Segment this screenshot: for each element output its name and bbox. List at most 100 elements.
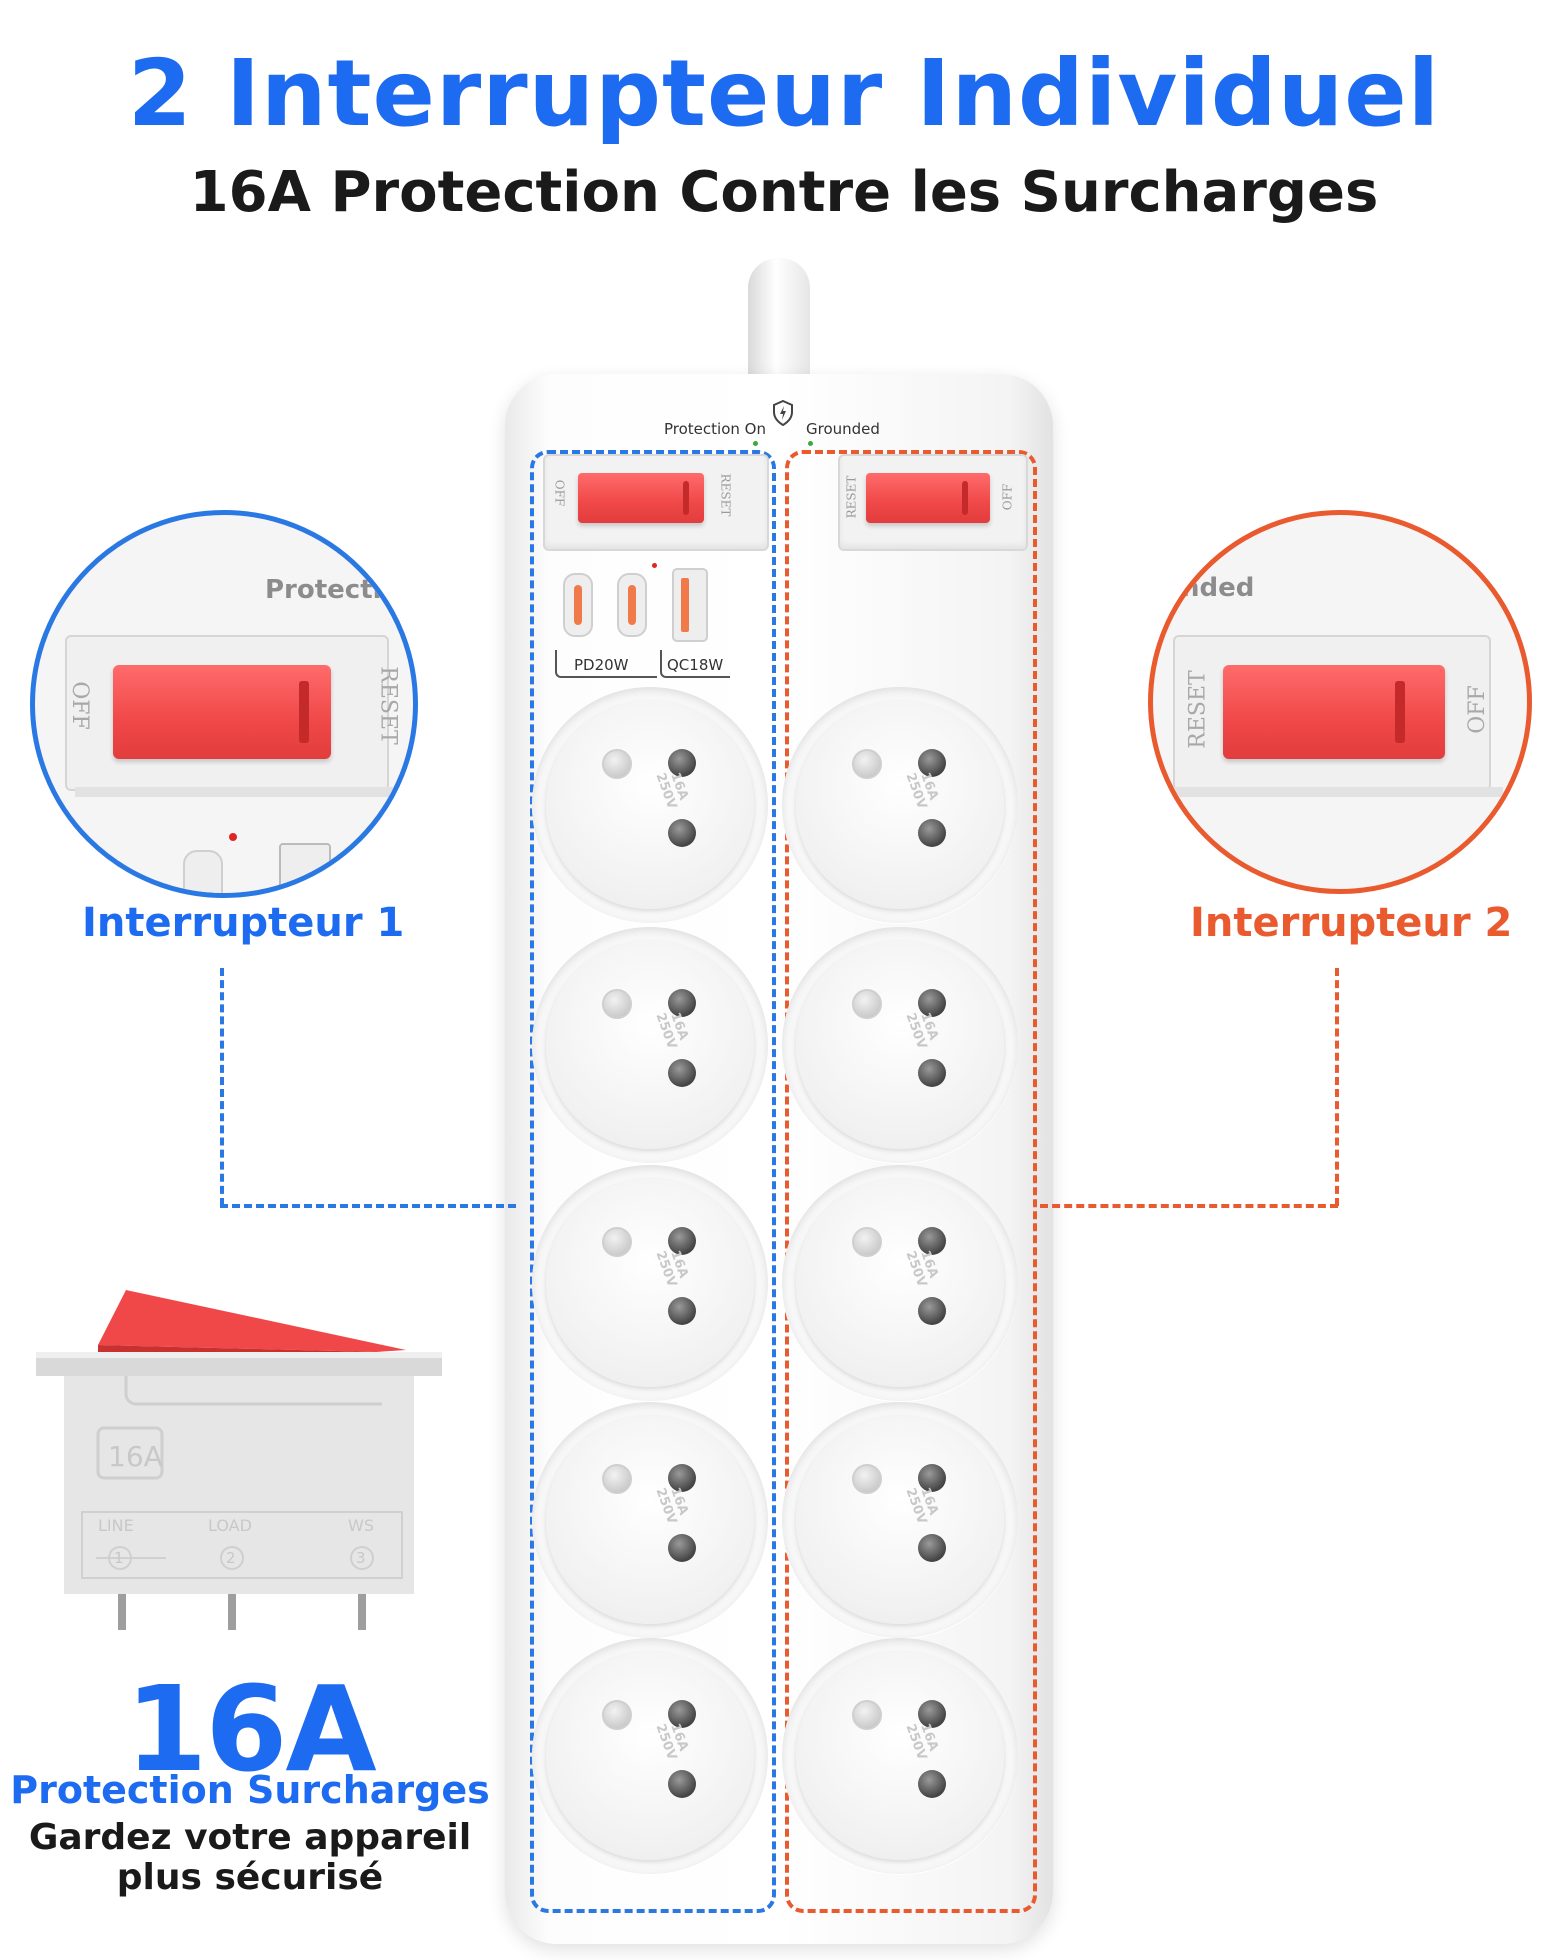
socket-7[interactable]: 16A 250V	[532, 1402, 768, 1638]
switch-2-reset-label: RESET	[844, 475, 859, 519]
socket-hole	[668, 1464, 696, 1492]
grounded-led	[808, 441, 813, 446]
socket-hole	[918, 1297, 946, 1325]
socket-face: 16A 250V	[546, 701, 754, 909]
socket-hole	[918, 989, 946, 1017]
zoom-1-off-label: OFF	[66, 681, 92, 730]
leader-1-horizontal	[220, 1204, 516, 1208]
protection-led	[753, 441, 758, 446]
usb-c-port-2[interactable]	[617, 573, 647, 637]
socket-hole	[668, 1770, 696, 1798]
usb-qc-label: QC18W	[665, 656, 726, 674]
socket-hole	[918, 1770, 946, 1798]
socket-hole	[668, 1059, 696, 1087]
usb-pd-label: PD20W	[572, 656, 631, 674]
zoom-2-reset-label: RESET	[1185, 670, 1211, 749]
leader-2-horizontal	[1040, 1204, 1338, 1208]
socket-2[interactable]: 16A 250V	[782, 687, 1018, 923]
indicator-protection-label: Protection On	[664, 420, 766, 438]
terminal-3-number: 3	[356, 1549, 366, 1567]
usb-indicator-led	[652, 563, 657, 568]
socket-hole	[918, 749, 946, 777]
socket-hole	[918, 1700, 946, 1728]
socket-hole	[668, 819, 696, 847]
rocker-switch-illustration: 16A LINE LOAD WS 1 2 3	[36, 1290, 442, 1630]
usb-c-port-1[interactable]	[563, 573, 593, 637]
protection-description: Gardez votre appareil plus sécurisé	[0, 1818, 500, 1898]
socket-6[interactable]: 16A 250V	[782, 1165, 1018, 1401]
switch-1-off-label: OFF	[552, 479, 567, 507]
earth-pin	[852, 1227, 882, 1257]
socket-hole	[668, 1534, 696, 1562]
socket-9[interactable]: 16A 250V	[532, 1638, 768, 1874]
socket-face: 16A 250V	[796, 1416, 1004, 1624]
switch-2-rocker[interactable]	[866, 473, 990, 523]
earth-pin	[602, 1227, 632, 1257]
leader-1-vertical	[220, 968, 224, 1206]
leader-2-vertical	[1335, 968, 1339, 1206]
switch-1-mark	[683, 481, 689, 515]
protection-line-2: plus sécurisé	[116, 1857, 384, 1898]
socket-5[interactable]: 16A 250V	[532, 1165, 768, 1401]
qc-bracket	[660, 650, 730, 678]
zoom-1-reset-label: RESET	[375, 666, 401, 745]
earth-pin	[602, 1464, 632, 1494]
socket-hole	[668, 989, 696, 1017]
group-1-outline	[530, 450, 776, 1913]
terminal-load-label: LOAD	[208, 1516, 252, 1535]
socket-face: 16A 250V	[546, 1652, 754, 1860]
switch-1-reset-label: RESET	[718, 473, 733, 517]
socket-face: 16A 250V	[796, 701, 1004, 909]
socket-face: 16A 250V	[796, 1179, 1004, 1387]
socket-8[interactable]: 16A 250V	[782, 1402, 1018, 1638]
page-title: 2 Interrupteur Individuel	[127, 40, 1441, 147]
terminal-line-label: LINE	[98, 1516, 134, 1535]
zoom-2-off-label: OFF	[1464, 685, 1490, 734]
zoom-2-rocker	[1223, 665, 1445, 759]
indicator-grounded-label: Grounded	[806, 420, 880, 438]
earth-pin	[602, 989, 632, 1019]
socket-4[interactable]: 16A 250V	[782, 927, 1018, 1163]
switch-1-caption: Interrupteur 1	[82, 900, 405, 946]
socket-hole	[918, 1059, 946, 1087]
zoom-1-protection-text: Protectio	[265, 575, 400, 605]
socket-hole	[918, 1227, 946, 1255]
zoom-2-grounded-text: nded	[1181, 573, 1255, 603]
switch-2-mark	[962, 481, 968, 515]
earth-pin	[852, 1700, 882, 1730]
terminal-1-number: 1	[114, 1549, 124, 1567]
switch-2-caption: Interrupteur 2	[1190, 900, 1513, 946]
socket-hole	[668, 1227, 696, 1255]
terminal-2-number: 2	[226, 1549, 236, 1567]
earth-pin	[602, 1700, 632, 1730]
socket-hole	[918, 819, 946, 847]
socket-hole	[668, 1700, 696, 1728]
page-subtitle: 16A Protection Contre les Surcharges	[189, 160, 1379, 225]
earth-pin	[852, 749, 882, 779]
terminal-ws-label: WS	[348, 1516, 374, 1535]
socket-10[interactable]: 16A 250V	[782, 1638, 1018, 1874]
zoom-switch-1: Protectio OFF RESET	[30, 510, 418, 898]
pd-bracket	[555, 650, 657, 678]
shield-icon	[772, 399, 794, 427]
socket-3[interactable]: 16A 250V	[532, 927, 768, 1163]
usb-a-port[interactable]	[672, 568, 708, 642]
protection-headline: 16A	[125, 1660, 377, 1798]
socket-face: 16A 250V	[546, 1179, 754, 1387]
switch-2-off-label: OFF	[1000, 483, 1015, 511]
switch-1-rocker[interactable]	[578, 473, 704, 523]
socket-face: 16A 250V	[796, 1652, 1004, 1860]
rating-badge: 16A	[108, 1440, 163, 1473]
protection-line-1: Gardez votre appareil	[28, 1817, 472, 1858]
zoom-switch-2: nded RESET OFF	[1148, 510, 1532, 894]
earth-pin	[852, 1464, 882, 1494]
socket-hole	[918, 1534, 946, 1562]
socket-hole	[918, 1464, 946, 1492]
earth-pin	[852, 989, 882, 1019]
socket-hole	[668, 1297, 696, 1325]
protection-title: Protection Surcharges	[10, 1768, 490, 1812]
socket-1[interactable]: 16A 250V	[532, 687, 768, 923]
group-2-outline	[785, 450, 1037, 1913]
socket-face: 16A 250V	[546, 1416, 754, 1624]
socket-hole	[668, 749, 696, 777]
